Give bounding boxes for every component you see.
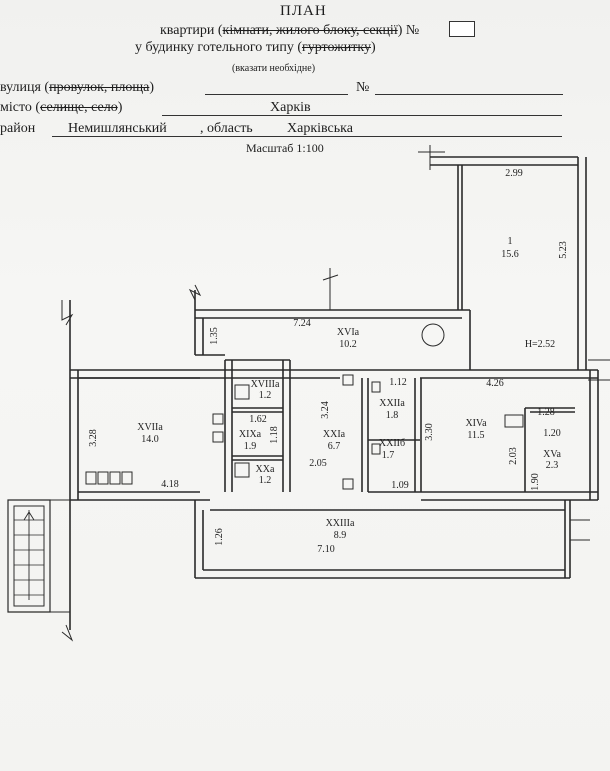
room-xixa-area: 1.9 [244,441,257,452]
dim-1-90: 1.90 [530,473,541,491]
city-value: Харків [270,100,311,115]
building-line: у будинку готельного типу (гуртожитку) [135,40,376,56]
dim-1-18: 1.18 [269,426,280,444]
apartment-number-box [449,21,475,37]
street-suffix: ) [149,80,155,95]
room-xviiia-area: 1.2 [259,390,272,401]
dim-1-20: 1.20 [543,428,561,439]
room-xviia-name: XVIIa [137,422,163,433]
room-xxia-name: XXIa [323,429,346,440]
document-title: ПЛАН [280,3,327,19]
specify-note: (вказати необхідне) [232,63,316,74]
dim-height: H=2.52 [525,339,555,350]
apartment-line: квартири (кімнати, жилого блоку, секції)… [160,23,419,39]
district-value: Немишлянський [68,121,167,136]
room-xvia-name: XVIa [337,327,360,338]
room-xxa-area: 1.2 [259,475,272,486]
city-label: місто ( [0,100,41,115]
street-label: вулиця ( [0,80,50,95]
dim-5-23: 5.23 [558,241,569,259]
region-value: Харківська [287,121,353,136]
room-xxa-name: XXa [256,464,275,475]
dim-1-12: 1.12 [389,377,407,388]
room-xviia-area: 14.0 [141,434,159,445]
number-label: № [356,80,370,95]
dim-3-30: 3.30 [424,423,435,441]
room-xxia-area: 6.7 [328,441,341,452]
dim-3-24: 3.24 [320,401,331,419]
dim-2-05: 2.05 [309,458,327,469]
room-1-name: 1 [508,236,513,247]
scale-label: Масштаб 1:100 [246,141,324,155]
city-underline [162,115,562,116]
district-underline [52,136,562,137]
building-line-struck: гуртожитку [301,40,372,55]
street-struck: провулок, площа [49,80,150,95]
room-xixa-name: XIXa [239,429,262,440]
dim-1-28: 1.28 [537,407,555,418]
room-xiva-area: 11.5 [467,430,484,441]
dim-7-10: 7.10 [317,544,335,555]
room-xva-name: XVa [543,449,561,460]
dim-1-09: 1.09 [391,480,409,491]
city-suffix: ) [117,100,123,115]
dim-3-28: 3.28 [88,429,99,447]
dim-4-26: 4.26 [486,378,504,389]
number-underline [375,94,563,95]
dim-1-26: 1.26 [214,528,225,546]
dim-2-03: 2.03 [508,447,519,465]
street-underline [205,94,348,95]
dim-4-18: 4.18 [161,479,179,490]
room-xiva-name: XIVa [465,418,487,429]
city-struck: селище, село [40,100,118,115]
room-xxiiia-area: 8.9 [334,530,347,541]
apartment-line-suffix: ) № [397,23,420,38]
room-xxiiia-name: XXIIIa [326,518,355,529]
dim-7-24: 7.24 [293,318,311,329]
room-xxiia-name: XXIIa [379,398,405,409]
room-xva-area: 2.3 [546,460,559,471]
apartment-line-prefix: квартири ( [160,23,223,38]
room-xxiib-area: 1.7 [382,450,395,461]
apartment-line-struck: кімнати, жилого блоку, секції [222,23,398,38]
room-xxiib-name: XXIIб [379,438,405,449]
room-xxiia-area: 1.8 [386,410,399,421]
dim-1-35: 1.35 [209,327,220,345]
district-label: район [0,121,36,136]
room-1-area: 15.6 [501,249,519,260]
city-line: місто (селище, село) [0,100,122,116]
building-line-prefix: у будинку готельного типу ( [135,40,302,55]
building-line-suffix: ) [371,40,376,55]
region-label: , область [200,121,253,136]
room-xviiia-name: XVIIIa [251,379,280,390]
room-xvia-area: 10.2 [339,339,357,350]
street-line: вулиця (провулок, площа) [0,80,154,96]
dim-2-99: 2.99 [505,168,523,179]
dim-1-62: 1.62 [249,414,267,425]
